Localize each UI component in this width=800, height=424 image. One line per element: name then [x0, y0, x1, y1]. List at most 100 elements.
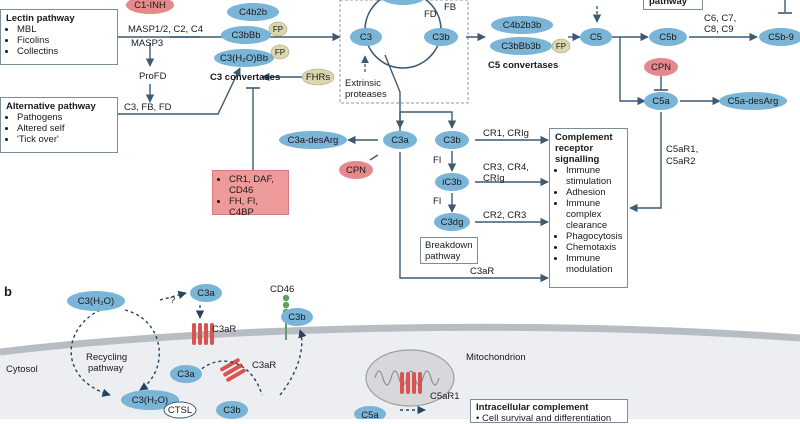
extrinsic-box: [339, 0, 469, 104]
breakdown-pathway-box: Breakdown pathway: [420, 237, 478, 264]
label-cr3cr4: CR3, CR4,: [483, 162, 529, 173]
label-cytosol: Cytosol: [6, 364, 38, 375]
receptor-item-text: modulation: [566, 264, 613, 275]
c3a-desarg-text: C3a-desArg: [288, 135, 339, 146]
breakdown-line-1: Breakdown: [425, 240, 473, 251]
fp-node-2: FP: [270, 44, 290, 60]
c3b-cell-text: C3b: [223, 405, 240, 416]
c3h2o-node-b: C3(H₂O): [67, 291, 125, 311]
label-proteases: proteases: [345, 89, 387, 100]
c4b2b-node: C4b2b: [227, 3, 279, 21]
lectin-list: MBL Ficolins Collectins: [6, 24, 112, 57]
label-cd46: CD46: [270, 284, 294, 295]
pathway-tag-box: pathway: [643, 0, 703, 10]
receptor-item-text: Immune: [566, 253, 601, 264]
inhibit-c3a-cpn: [369, 154, 379, 161]
fp-text-1: FP: [273, 25, 283, 34]
c5a-desarg-text: C5a-desArg: [728, 96, 779, 107]
arrow-recycling-right: [124, 309, 160, 391]
fhrs-text: FHRs: [306, 72, 331, 83]
c5a-node: C5a: [644, 92, 678, 110]
receptor-item: Chemotaxis: [566, 242, 622, 253]
c3b-cell-node: C3b: [216, 401, 248, 419]
c5a-desarg-node: C5a-desArg: [719, 92, 787, 110]
c3h2obb-text: C3(H₂O)Bb: [220, 53, 268, 64]
pathway-tag: pathway: [649, 0, 688, 7]
breakdown-line-2: pathway: [425, 251, 461, 262]
receptor-item-text: Immune: [566, 165, 601, 176]
cpn-node-top: CPN: [644, 58, 678, 76]
c3a-cell-text: C3a: [177, 369, 195, 380]
c3dg-text: C3dg: [441, 217, 464, 228]
c3ar-receptor-surface: [192, 323, 214, 345]
c3ar-receptor-intracellular: [220, 358, 246, 382]
c5b9-text: C5b-9: [768, 32, 794, 43]
receptor-item-text: Immune: [566, 198, 601, 209]
membrane-edge: [0, 323, 800, 356]
fp-node-3: FP: [551, 38, 571, 54]
c3a-node-b: C3a: [190, 284, 222, 302]
c3b-node-b: C3b: [281, 308, 313, 326]
cpn-text-top: CPN: [651, 62, 671, 73]
lectin-title: Lectin pathway: [6, 13, 75, 24]
c5a-cell-node: C5a: [354, 406, 386, 422]
panel-b-letter: b: [4, 284, 12, 299]
cpn-node-mid: CPN: [339, 161, 373, 179]
c3a-text-b: C3a: [197, 288, 215, 299]
lectin-item: Ficolins: [17, 35, 112, 46]
fp-text-3: FP: [556, 42, 566, 51]
alternative-pathway-box: Alternative pathway Pathogens Altered se…: [0, 97, 118, 153]
arrow-c3a-to-receptor: [399, 152, 549, 283]
c5b-text: C5b: [659, 32, 676, 43]
label-fi1: FI: [433, 155, 441, 166]
c3bbb3b-text: C3bBb3b: [501, 41, 541, 52]
label-recycling: Recycling: [86, 352, 127, 363]
c5a-cell-text: C5a: [361, 410, 379, 419]
label-c6c7: C6, C7,: [704, 13, 736, 24]
label-extrinsic: Extrinsic: [345, 78, 381, 89]
label-c3ar-intracellular: C3aR: [252, 360, 276, 371]
ic3b-node: iC3b: [435, 173, 469, 191]
fhrs-node: FHRs: [301, 68, 335, 86]
receptor-item-text: clearance: [566, 220, 608, 231]
fp-text-2: FP: [275, 48, 285, 57]
receptor-title-3: signalling: [555, 154, 600, 165]
c5-node: C5: [580, 28, 612, 46]
receptor-item-text: complex: [566, 209, 602, 220]
c3-node: C3: [350, 28, 382, 46]
label-recycling-pathway: pathway: [88, 363, 124, 374]
label-cr1crig: CR1, CRIg: [483, 128, 529, 139]
c4b2b3b-text: C4b2b3b: [503, 20, 542, 31]
c5b-node: C5b: [649, 28, 687, 46]
c4b2b3b-node: C4b2b3b: [491, 16, 553, 34]
lectin-pathway-box: Lectin pathway MBL Ficolins Collectins: [0, 9, 118, 65]
c3-text: C3: [360, 32, 372, 43]
label-c5-convertases: C5 convertases: [488, 60, 558, 71]
label-profd: ProFD: [139, 71, 167, 82]
cpn-text-mid: CPN: [346, 165, 366, 176]
c3b-text-b: C3b: [288, 312, 305, 323]
label-crig: CRIg: [483, 173, 505, 184]
alternative-item: Pathogens: [17, 112, 112, 123]
label-question: ?: [170, 295, 175, 306]
lectin-item: MBL: [17, 24, 112, 35]
label-c3ar: C3aR: [470, 266, 494, 277]
c3h2obb-node: C3(H₂O)Bb: [214, 49, 274, 67]
arrow-c5-to-c5a: [619, 37, 646, 106]
inhibitor-item: CD46: [229, 185, 254, 196]
c3b-mid-text: C3b: [443, 135, 460, 146]
c3h2o-cell-node: C3(H₂O): [121, 390, 179, 410]
alternative-item: Altered self: [17, 123, 112, 134]
fp-node-1: FP: [268, 21, 288, 37]
ctsl-node: CTSL: [163, 401, 197, 419]
c3h2o-cell-text: C3(H₂O): [132, 395, 168, 406]
c3bbb-node: C3bBb: [221, 26, 271, 44]
arrow-to-c3b-mid: [400, 111, 457, 129]
label-masp: MASP1/2, C2, C4: [128, 24, 203, 35]
